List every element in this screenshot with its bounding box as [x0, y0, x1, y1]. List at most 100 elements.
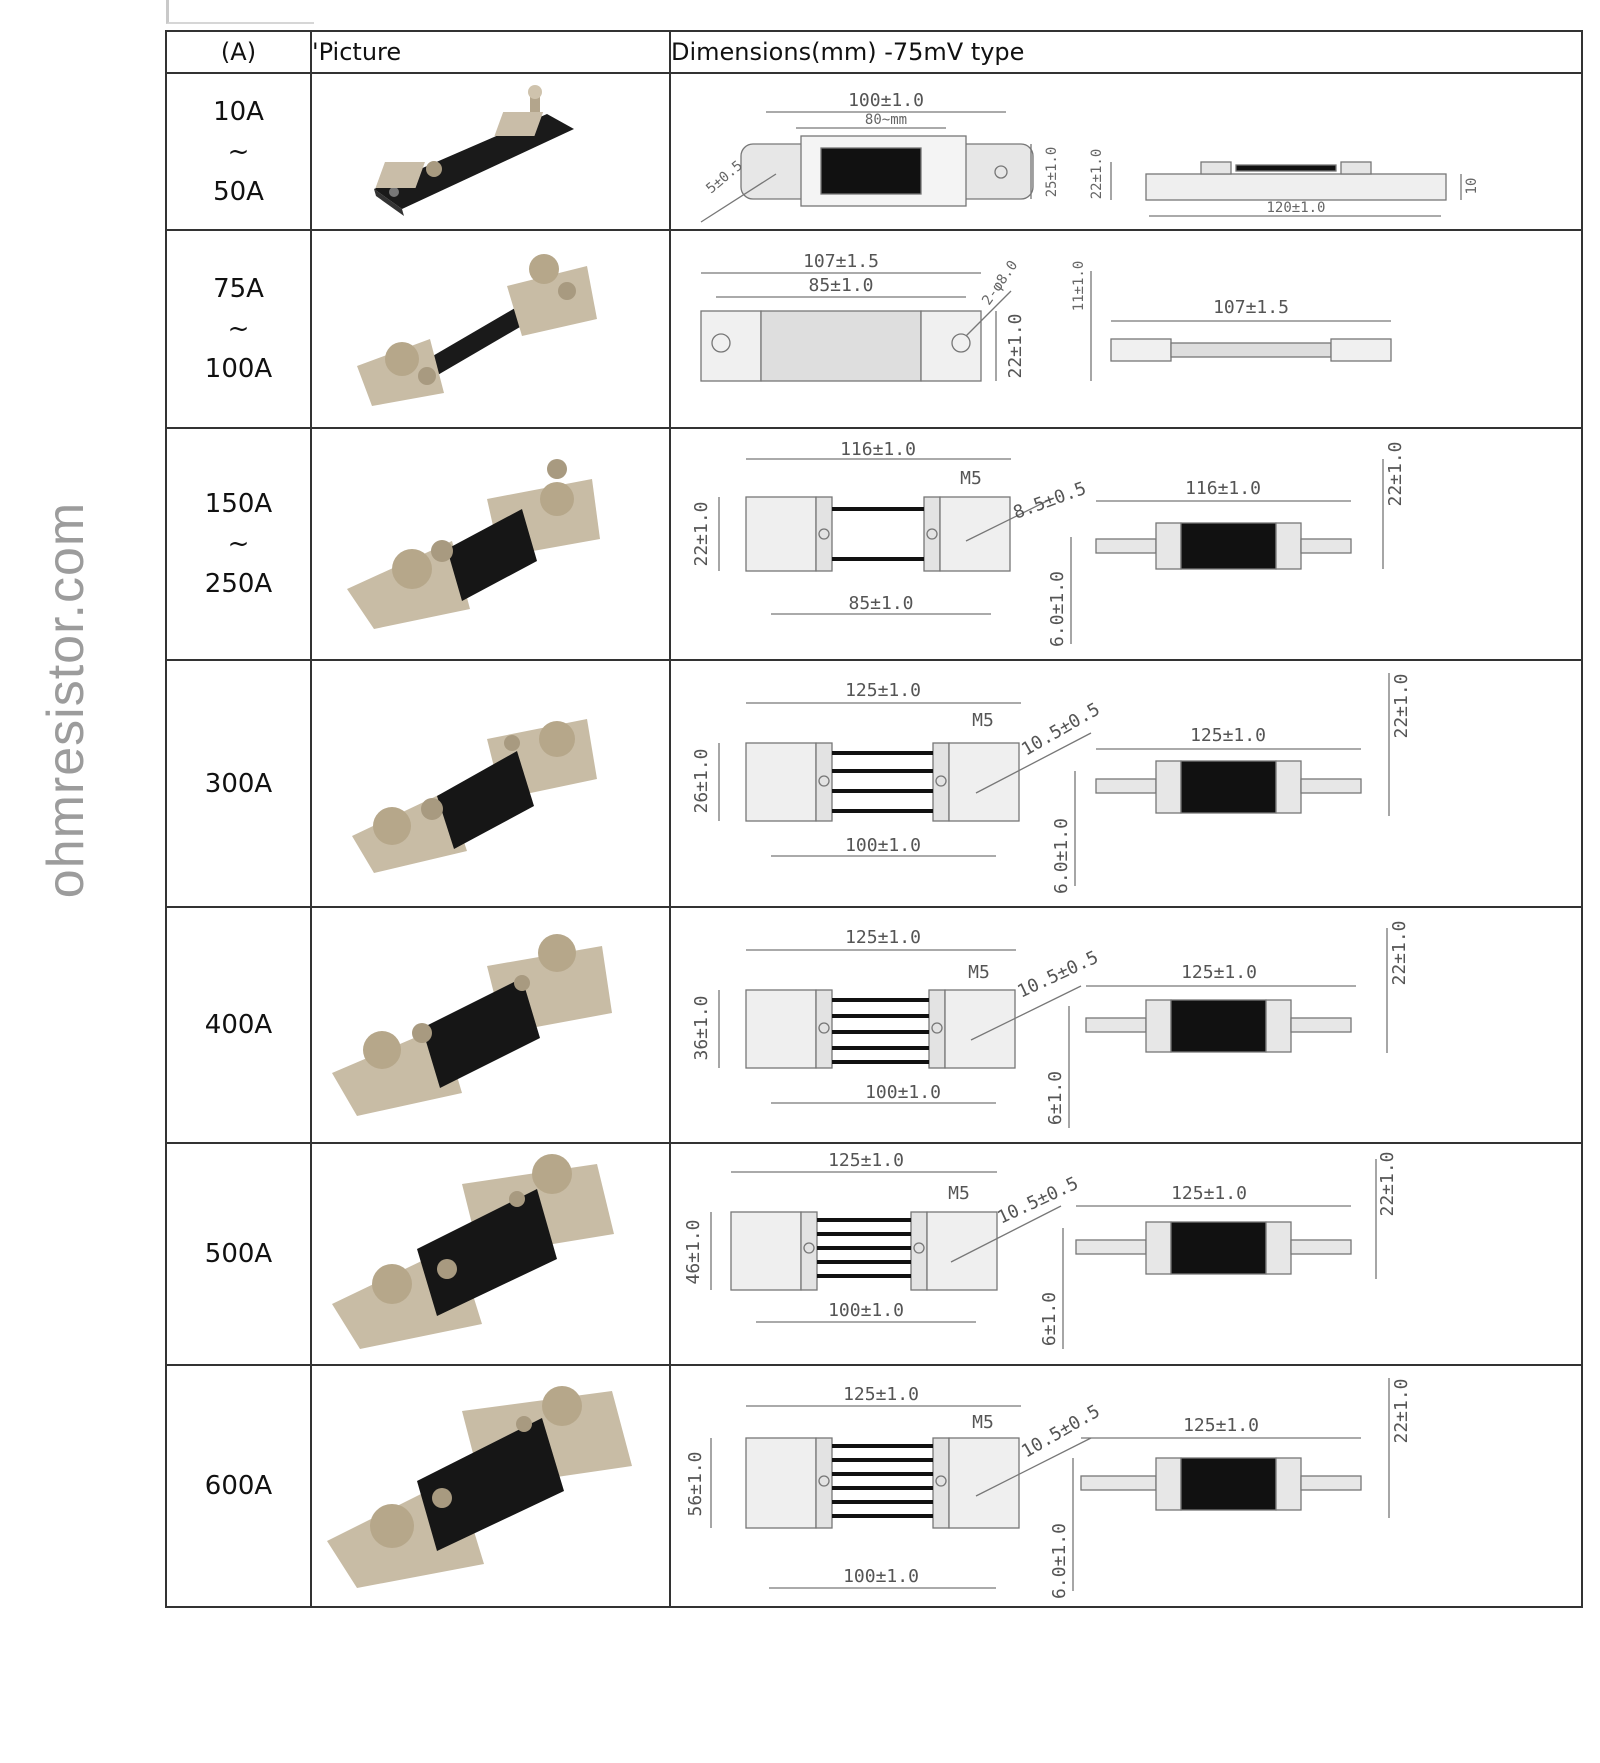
page-edge-line	[166, 0, 314, 24]
dim-side-length: 120±1.0	[1266, 200, 1325, 216]
dim-thickness: 10	[1464, 178, 1480, 195]
current-max: 50A	[213, 176, 264, 207]
shunt-photo	[332, 934, 612, 1116]
dim-side-length: 125±1.0	[1171, 1183, 1247, 1204]
dimension-drawing: 125±1.0 100±1.0 M5 10.5±0.5 46±1.0 125±1…	[683, 1150, 1398, 1349]
dim-inner: 85±1.0	[808, 275, 873, 296]
dim-thickness: 6.0±1.0	[1051, 818, 1072, 894]
current-sep: ~	[227, 136, 250, 167]
dim-screw: M5	[960, 468, 982, 489]
current-min: 10A	[213, 96, 264, 127]
shunt-photo	[352, 719, 597, 873]
dim-length: 125±1.0	[843, 1384, 919, 1405]
dim-length: 125±1.0	[828, 1150, 904, 1171]
dim-side-length: 107±1.5	[1213, 297, 1289, 318]
table-row: 400A	[165, 906, 1583, 1144]
current-min: 150A	[204, 489, 273, 519]
table-row: 600A	[165, 1364, 1583, 1608]
dim-hole-spacing: 100±1.0	[843, 1566, 919, 1587]
table-row: 10A ~ 50A	[165, 72, 1583, 231]
shunt-photo	[327, 1386, 632, 1588]
table-row: 75A ~ 100A	[165, 229, 1583, 429]
current-cell: 10A ~ 50A	[165, 72, 312, 231]
dimension-drawing: 107±1.5 85±1.0 2-φ8.0 22±1.0 11±1.0 107±…	[700, 251, 1392, 382]
shunt-photo	[332, 1154, 614, 1349]
current-sep: ~	[227, 314, 250, 344]
dimension-drawing: 100±1.0 80~mm 5±0.5 25±1.0 22±1.0 120±1.…	[700, 90, 1480, 223]
dim-side-height: 22±1.0	[1089, 149, 1105, 200]
dimension-drawing: 125±1.0 100±1.0 M5 10.5±0.5 36±1.0 125±1…	[691, 920, 1410, 1128]
dim-height: 22±1.0	[691, 501, 712, 566]
current-sep: ~	[227, 529, 250, 559]
current-value: 500A	[204, 1239, 273, 1269]
current-cell: 75A ~ 100A	[165, 229, 312, 429]
dim-height: 26±1.0	[691, 748, 712, 813]
dim-hole-spacing: 100±1.0	[865, 1082, 941, 1103]
dim-length: 125±1.0	[845, 927, 921, 948]
current-min: 75A	[213, 274, 264, 304]
dim-side-height: 22±1.0	[1391, 673, 1412, 738]
dimension-drawing: 125±1.0 100±1.0 M5 10.5±0.5 56±1.0 125±1…	[685, 1378, 1412, 1599]
dim-length: 125±1.0	[845, 680, 921, 701]
dim-length: 100±1.0	[848, 90, 924, 111]
picture-cell	[310, 72, 671, 231]
dimension-cell: 125±1.0 100±1.0 M5 10.5±0.5 46±1.0 125±1…	[669, 1142, 1583, 1366]
dim-thickness: 6.0±1.0	[1047, 571, 1068, 647]
dim-hole: 8.5±0.5	[1011, 478, 1089, 524]
dimension-cell: 100±1.0 80~mm 5±0.5 25±1.0 22±1.0 120±1.…	[669, 72, 1583, 231]
dim-hole: 10.5±0.5	[994, 1173, 1081, 1229]
shunt-photo	[374, 85, 574, 216]
dim-hole: 2-φ8.0	[979, 258, 1021, 309]
picture-cell	[310, 1142, 671, 1366]
dim-hole: 10.5±0.5	[1018, 699, 1104, 761]
table-row: 150A ~ 250A	[165, 427, 1583, 661]
picture-cell	[310, 229, 671, 429]
header-row: (A) 'Picture Dimensions(mm) -75mV type	[165, 30, 1583, 74]
dim-height: 25±1.0	[1044, 147, 1060, 198]
shunt-spec-table: (A) 'Picture Dimensions(mm) -75mV type 1…	[165, 30, 1583, 1608]
dim-height: 56±1.0	[685, 1451, 706, 1516]
dimension-cell: 125±1.0 100±1.0 M5 10.5±0.5 56±1.0 125±1…	[669, 1364, 1583, 1608]
dim-hole-spacing: 85±1.0	[848, 593, 913, 614]
table-row: 500A	[165, 1142, 1583, 1366]
current-max: 100A	[204, 354, 273, 384]
table-row: 300A	[165, 659, 1583, 908]
dimension-cell: 107±1.5 85±1.0 2-φ8.0 22±1.0 11±1.0 107±…	[669, 229, 1583, 429]
header-dimensions: Dimensions(mm) -75mV type	[669, 30, 1583, 74]
picture-cell	[310, 1364, 671, 1608]
dim-side-height: 22±1.0	[1389, 920, 1410, 985]
current-cell: 300A	[165, 659, 312, 908]
dim-side-length: 116±1.0	[1185, 478, 1261, 499]
dim-side-length: 125±1.0	[1190, 725, 1266, 746]
dim-hole-spacing: 100±1.0	[845, 835, 921, 856]
current-cell: 400A	[165, 906, 312, 1144]
dimension-cell: 125±1.0 100±1.0 M5 10.5±0.5 36±1.0 125±1…	[669, 906, 1583, 1144]
dim-thickness: 6.0±1.0	[1049, 1523, 1070, 1599]
shunt-photo	[347, 459, 600, 629]
dim-screw: M5	[968, 962, 990, 983]
dimension-cell: 125±1.0 100±1.0 M5 10.5±0.5 26±1.0 125±1…	[669, 659, 1583, 908]
current-cell: 600A	[165, 1364, 312, 1608]
header-current: (A)	[165, 30, 312, 74]
current-max: 250A	[204, 569, 273, 599]
header-picture: 'Picture	[310, 30, 671, 74]
picture-cell	[310, 659, 671, 908]
watermark: ohmresistor.com	[37, 501, 95, 899]
dim-hole: 5±0.5	[703, 158, 746, 197]
dimension-drawing: 125±1.0 100±1.0 M5 10.5±0.5 26±1.0 125±1…	[691, 673, 1412, 894]
dimension-drawing: 116±1.0 85±1.0 M5 8.5±0.5 22±1.0 116±1.0…	[691, 439, 1406, 647]
dim-side-height: 22±1.0	[1385, 441, 1406, 506]
current-value: 400A	[204, 1010, 273, 1040]
dim-side-length: 125±1.0	[1181, 962, 1257, 983]
picture-cell	[310, 906, 671, 1144]
dim-side-height: 22±1.0	[1377, 1151, 1398, 1216]
shunt-photo	[357, 254, 597, 406]
dim-hole: 10.5±0.5	[1014, 947, 1101, 1003]
dim-thickness: 6±1.0	[1039, 1292, 1060, 1346]
current-cell: 150A ~ 250A	[165, 427, 312, 661]
dim-inner: 80~mm	[865, 112, 907, 128]
current-value: 600A	[204, 1471, 273, 1501]
dim-side-length: 125±1.0	[1183, 1415, 1259, 1436]
dim-side-height: 22±1.0	[1391, 1378, 1412, 1443]
dimension-cell: 116±1.0 85±1.0 M5 8.5±0.5 22±1.0 116±1.0…	[669, 427, 1583, 661]
